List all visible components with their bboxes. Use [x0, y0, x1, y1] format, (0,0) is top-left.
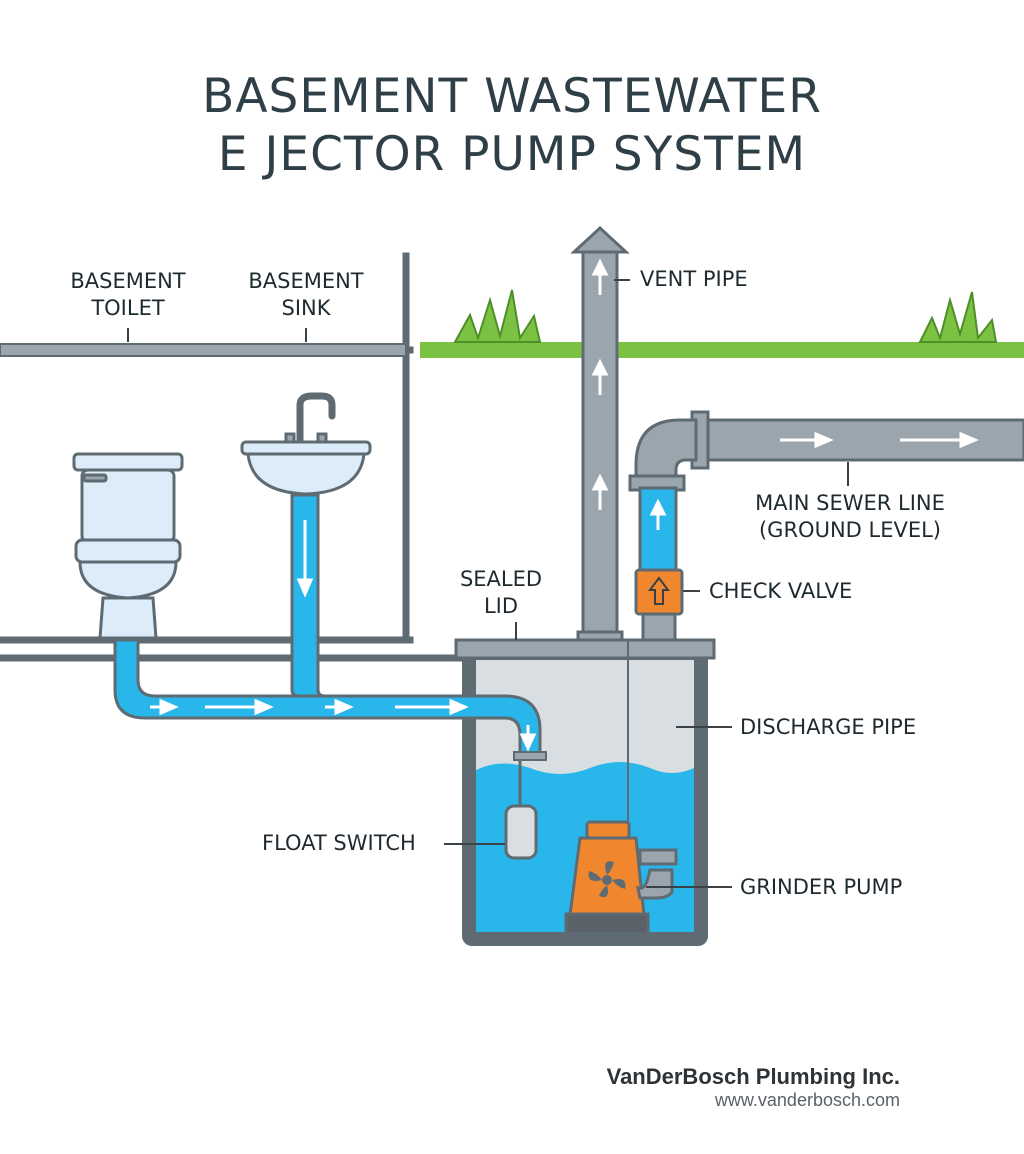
- grass-icon: [453, 289, 542, 343]
- label-basement-toilet: BASEMENT TOILET: [60, 268, 196, 322]
- label-main-sewer-line2: (GROUND LEVEL): [758, 518, 941, 542]
- label-basement-toilet-line2: TOILET: [91, 296, 165, 320]
- label-sealed-lid-line1: SEALED: [459, 567, 543, 591]
- title-line-1: BASEMENT WASTEWATER: [202, 69, 822, 124]
- ground-line: [420, 342, 1024, 358]
- vent-pipe: [570, 225, 630, 648]
- label-main-sewer-line1: MAIN SEWER LINE: [755, 491, 945, 515]
- label-grinder-pump: GRINDER PUMP: [740, 875, 903, 899]
- sink-icon: [240, 392, 372, 496]
- main-sewer-line: [628, 410, 1024, 492]
- toilet-icon: [72, 452, 184, 640]
- label-vent-pipe: VENT PIPE: [640, 267, 748, 291]
- label-sealed-lid: SEALED LID: [456, 566, 546, 620]
- label-float-switch: FLOAT SWITCH: [262, 831, 416, 855]
- title-line-2: E JECTOR PUMP SYSTEM: [217, 127, 807, 182]
- label-basement-sink-line1: BASEMENT: [248, 269, 364, 293]
- label-discharge-pipe: DISCHARGE PIPE: [740, 715, 917, 739]
- label-main-sewer-line: MAIN SEWER LINE (GROUND LEVEL): [735, 490, 965, 544]
- label-basement-sink: BASEMENT SINK: [238, 268, 374, 322]
- footer-url: www.vanderbosch.com: [714, 1090, 900, 1110]
- footer-company: VanDerBosch Plumbing Inc.: [606, 1064, 900, 1089]
- label-basement-sink-line2: SINK: [281, 296, 331, 320]
- check-valve-icon: [634, 568, 684, 616]
- label-basement-toilet-line1: BASEMENT: [70, 269, 186, 293]
- float-switch-icon: [504, 760, 538, 860]
- label-check-valve: CHECK VALVE: [709, 579, 853, 603]
- label-sealed-lid-line2: LID: [483, 594, 519, 618]
- basement-ceiling-slab: [0, 343, 407, 357]
- grinder-pump-icon: [564, 640, 678, 936]
- leader-lines: [127, 279, 849, 888]
- inlet-pipe: [113, 493, 547, 761]
- grass-icon: [918, 291, 998, 343]
